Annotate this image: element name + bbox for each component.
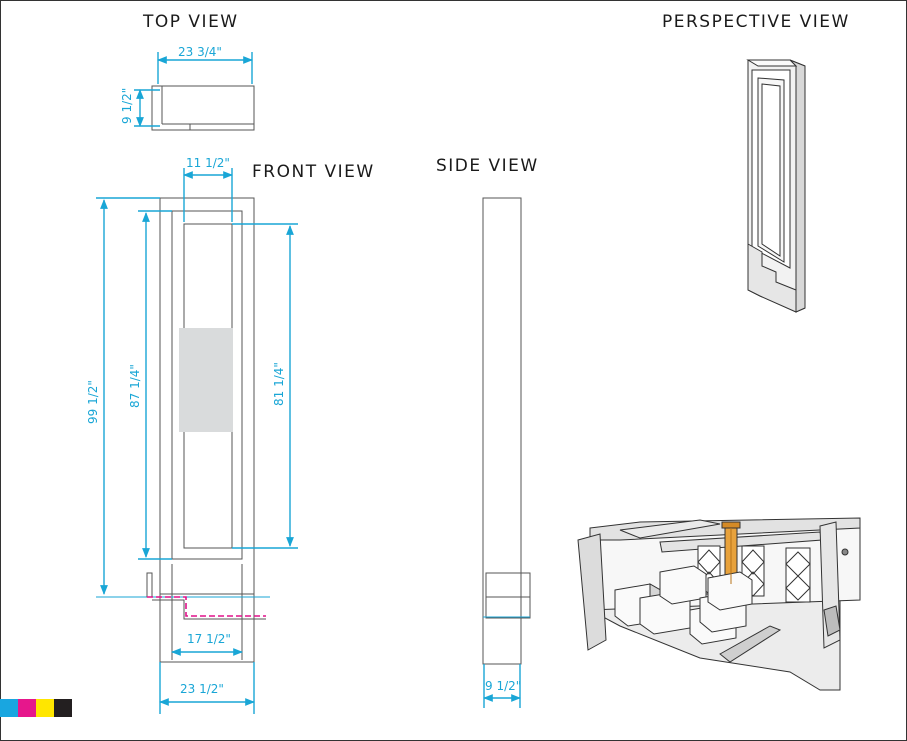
top-view: [151, 85, 255, 131]
side-depth-dimension: [483, 664, 521, 708]
front-frame-height-label: 87 1/4": [128, 364, 142, 408]
side-view-title: SIDE VIEW: [436, 156, 539, 176]
front-floor-detail: [96, 572, 270, 620]
swatch-cyan: [0, 699, 18, 717]
side-depth-label: 9 1/2": [485, 679, 521, 693]
front-base-overall-dimension: [159, 662, 255, 714]
front-overall-height-label: 99 1/2": [86, 380, 100, 424]
front-inner-top-dimension: [183, 168, 233, 222]
side-view: [482, 197, 531, 665]
front-inner-top-label: 11 1/2": [186, 156, 230, 170]
front-view-title: FRONT VIEW: [252, 162, 375, 182]
front-base-overall-label: 23 1/2": [180, 682, 224, 696]
top-width-label: 23 3/4": [178, 45, 222, 59]
top-view-title: TOP VIEW: [143, 12, 239, 32]
front-highlight-panel: [179, 328, 233, 432]
front-overall-height-dimension: [96, 197, 160, 595]
front-base-inner-label: 17 1/2": [187, 632, 231, 646]
perspective-view-title: PERSPECTIVE VIEW: [662, 12, 850, 32]
top-view-depth-dimension: [134, 89, 160, 127]
front-panel-height-label: 81 1/4": [272, 362, 286, 406]
perspective-room-illustration: [577, 517, 861, 691]
top-depth-label: 9 1/2": [120, 88, 134, 124]
swatch-yellow: [36, 699, 54, 717]
swatch-magenta: [18, 699, 36, 717]
perspective-column-illustration: [746, 59, 806, 313]
top-view-width-dimension: [157, 52, 253, 84]
swatch-black: [54, 699, 72, 717]
front-frame-height-dimension: [138, 210, 172, 560]
color-swatches: [0, 699, 72, 717]
front-panel-height-dimension: [232, 223, 298, 549]
